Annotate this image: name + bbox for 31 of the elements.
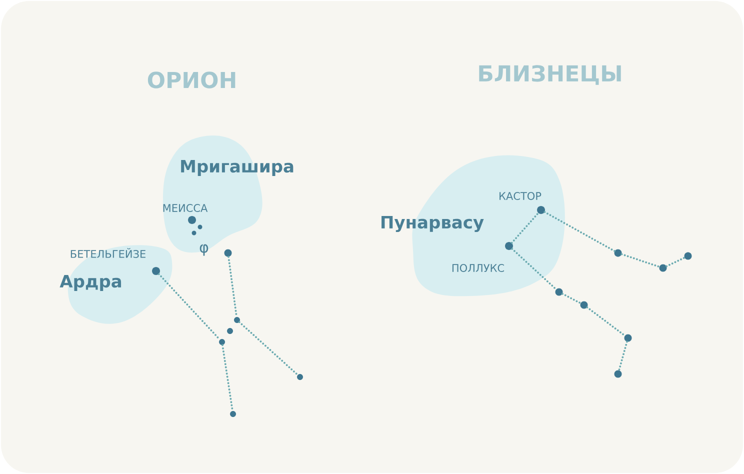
dotted-line (666, 256, 686, 268)
star-dot (684, 252, 692, 260)
dotted-line (228, 256, 238, 318)
dotted-line (222, 344, 234, 412)
dotted-line (562, 292, 582, 304)
star-dot (614, 370, 622, 378)
star-dot (537, 206, 545, 214)
dotted-line (618, 340, 628, 372)
star-name: φ (200, 244, 208, 256)
star-dot (224, 249, 232, 257)
star-dot (505, 242, 513, 250)
star-dot (624, 334, 632, 342)
star-dot (580, 301, 588, 309)
dotted-line (544, 211, 616, 252)
dotted-line (238, 321, 299, 376)
star-dot (614, 249, 622, 257)
star-dot (188, 216, 196, 224)
star-name: МЕИССА (163, 204, 208, 212)
constellation-title: БЛИЗНЕЦЫ (479, 65, 621, 85)
star-name: БЕТЕЛЬГЕЙЗЕ (70, 248, 146, 258)
star-dot (555, 288, 563, 296)
star-dot (152, 267, 160, 275)
dotted-line (158, 273, 221, 341)
star-name: КАСТОР (500, 192, 542, 200)
constellation-title: ОРИОН (148, 72, 236, 88)
star-name: ПОЛЛУКС (452, 264, 504, 272)
dotted-line (511, 248, 558, 290)
dotted-line (620, 253, 660, 268)
dotted-line (510, 212, 540, 244)
star-dot (659, 264, 667, 272)
dotted-line (586, 306, 626, 337)
